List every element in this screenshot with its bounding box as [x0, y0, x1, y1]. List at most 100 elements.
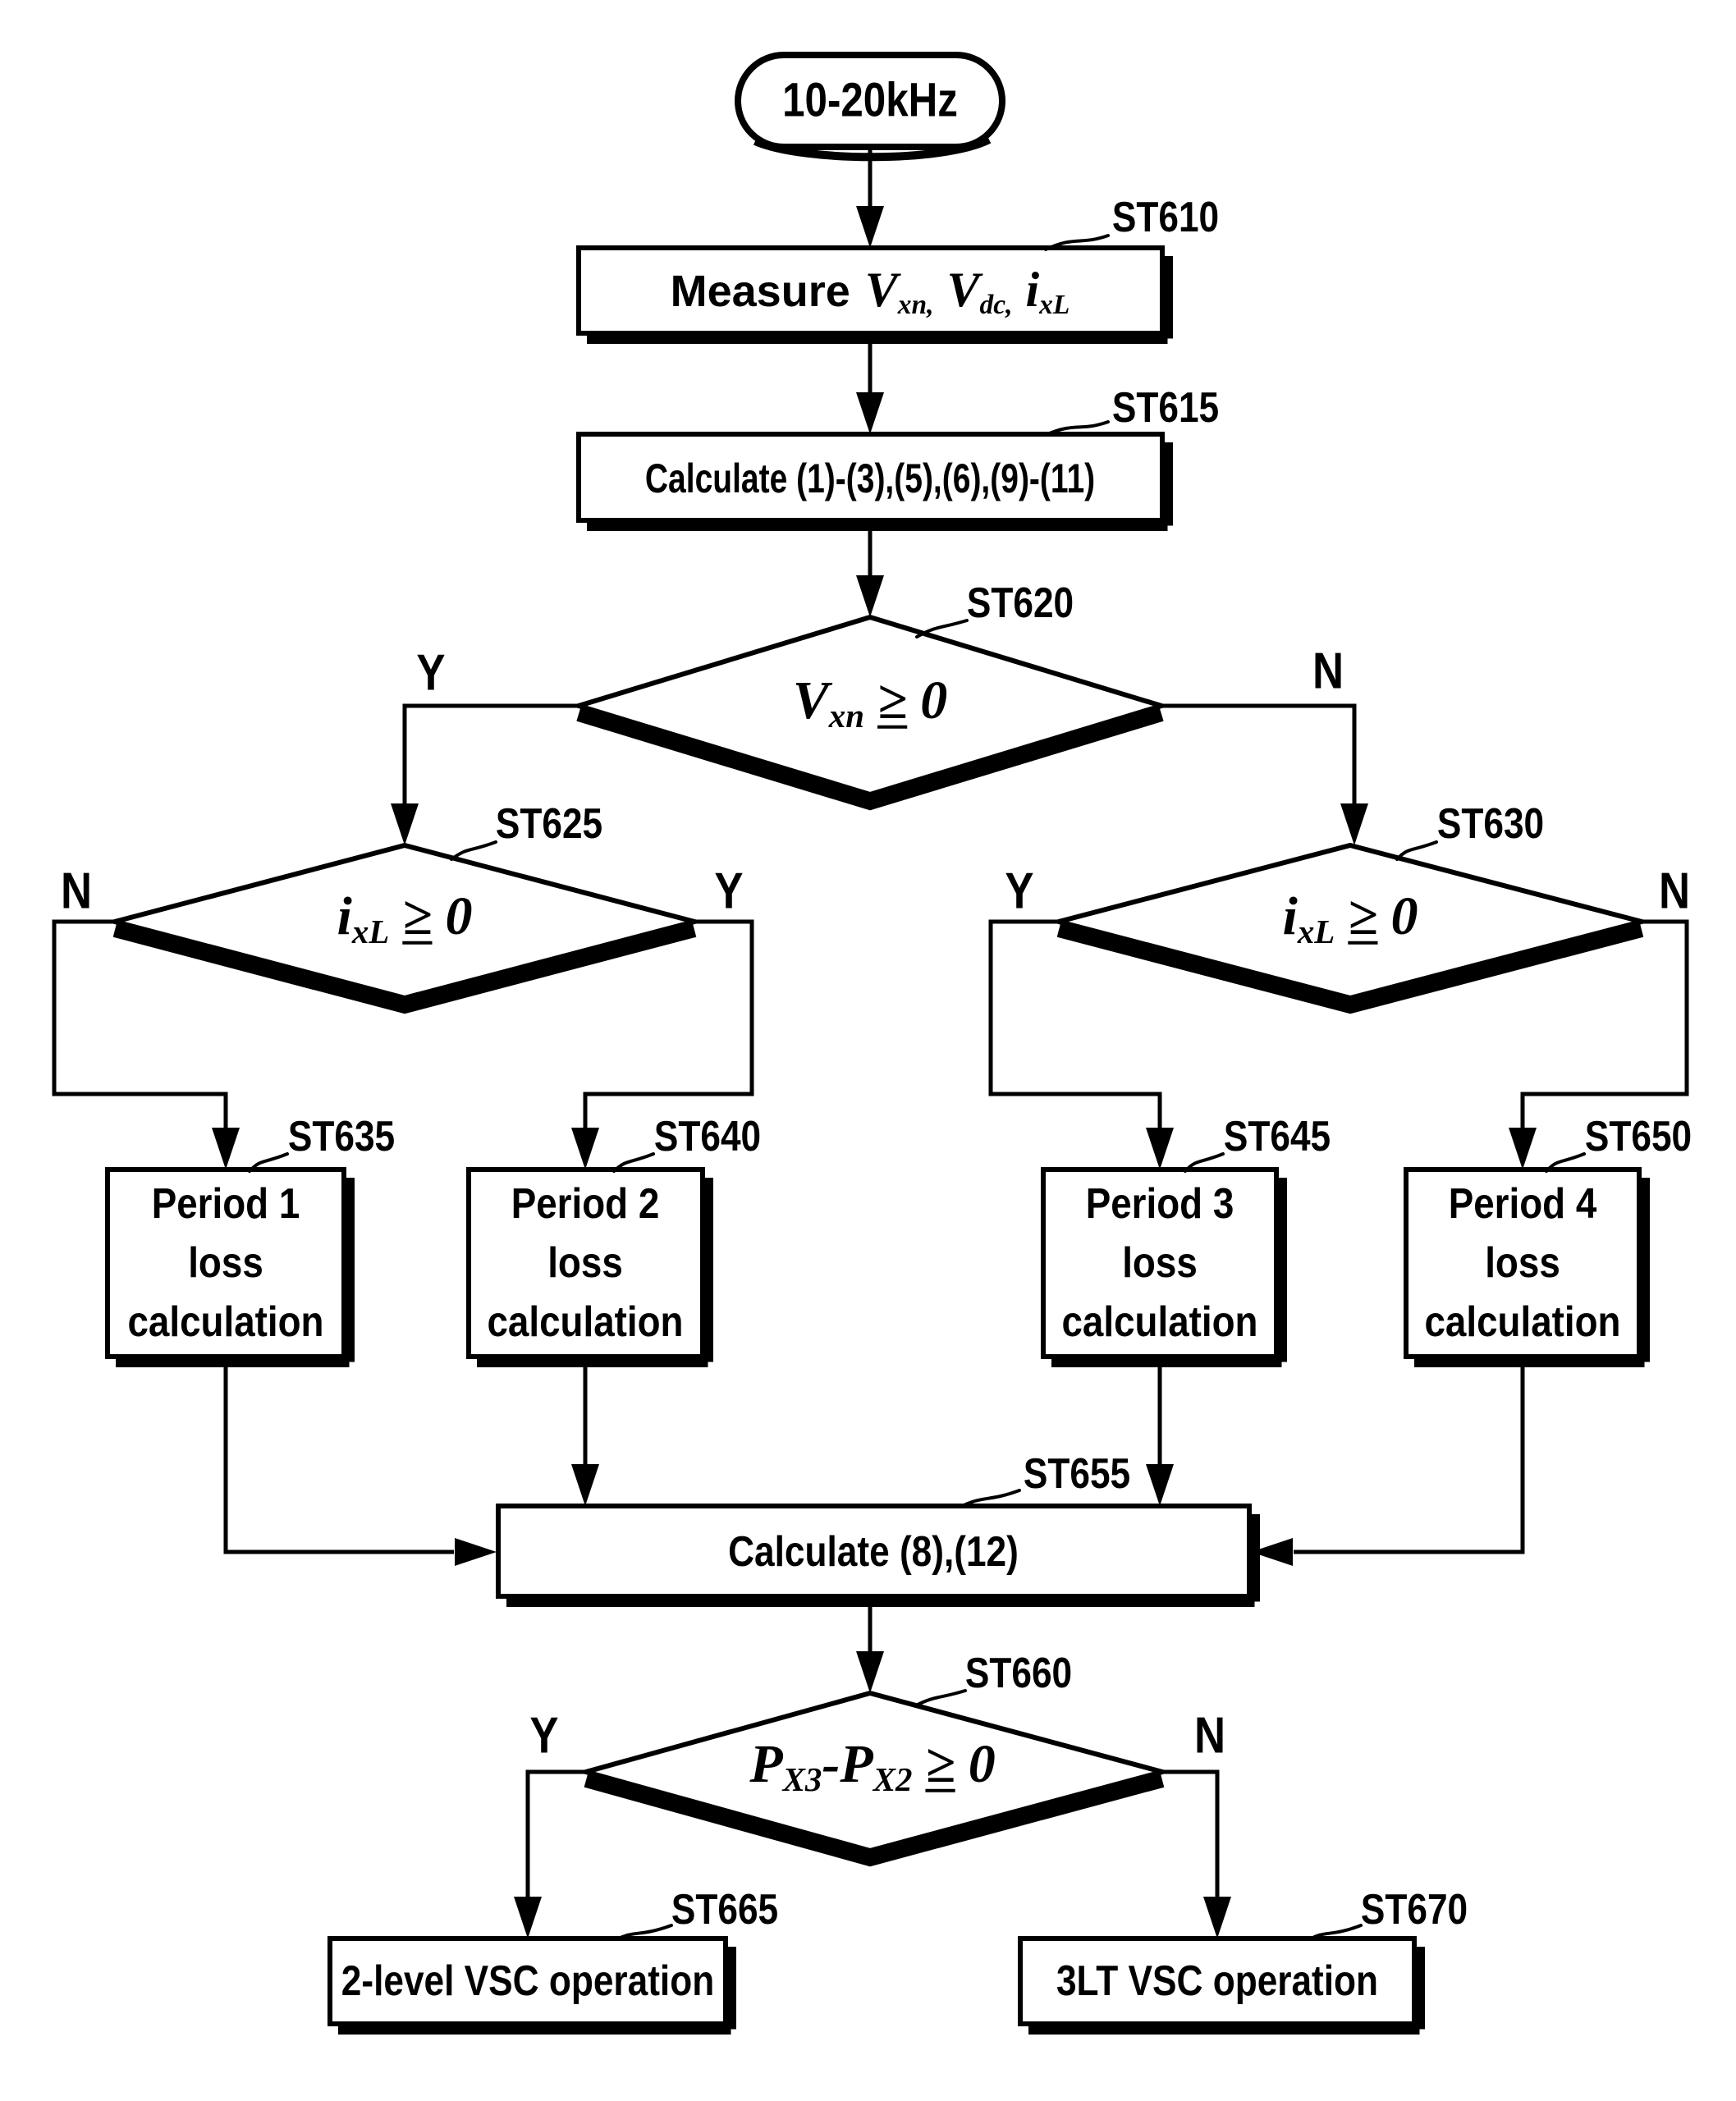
decision-st625-shadow — [112, 922, 697, 1014]
arrowhead-to-st615 — [856, 392, 884, 434]
step-tag-st625: ST625 — [495, 800, 603, 848]
leader-st655 — [959, 1489, 1021, 1508]
arrowhead-to-st670 — [1203, 1897, 1231, 1939]
st620-var-sub: xn — [828, 698, 865, 735]
process-st650-label: Period 4 loss calculation — [1424, 1174, 1620, 1352]
process-st655-shape — [496, 1504, 1252, 1599]
st660-minus: - — [822, 1733, 841, 1794]
st660-sub-x3: X3 — [782, 1761, 822, 1799]
decision-st630-shadow — [1056, 922, 1644, 1014]
st630-var: i — [1282, 886, 1298, 946]
leader-st610 — [1044, 234, 1110, 251]
step-tag-st630: ST630 — [1436, 800, 1545, 848]
st620-zero: 0 — [920, 670, 948, 730]
st645-line1: Period 3 — [1085, 1180, 1234, 1228]
process-st655-shadow — [506, 1514, 1260, 1607]
process-st640-shadow — [477, 1178, 713, 1367]
process-st650-shape — [1404, 1167, 1642, 1359]
arrowhead-to-st635 — [212, 1128, 240, 1170]
node-shapes — [105, 52, 1651, 2035]
decision-st620-shape — [570, 614, 1170, 798]
decision-st660-label: PX3-PX2≥0 — [749, 1733, 995, 1799]
arrowhead-to-st630 — [1340, 803, 1368, 845]
st640-line3: calculation — [487, 1298, 684, 1346]
branch-label-st630-no: N — [1658, 863, 1691, 920]
branch-label-st625-no: N — [60, 863, 93, 920]
step-tag-st650: ST650 — [1584, 1113, 1692, 1160]
decision-st660-shape — [576, 1690, 1172, 1854]
branch-label-st620-no: N — [1312, 643, 1344, 700]
leader-st650 — [1545, 1152, 1586, 1173]
start-terminator-shadow — [753, 135, 992, 162]
st660-var-px2: P — [840, 1733, 873, 1794]
process-st645-label: Period 3 loss calculation — [1061, 1174, 1257, 1352]
st635-line2: loss — [188, 1239, 263, 1287]
st610-sub-dc: dc, — [979, 290, 1013, 321]
st635-line3: calculation — [127, 1298, 324, 1346]
st625-geq-symbol: ≥ — [402, 886, 433, 946]
process-st670-label: 3LT VSC operation — [1056, 1957, 1379, 2005]
st650-line3: calculation — [1424, 1298, 1621, 1346]
arrowhead-right-into-st655 — [1251, 1538, 1293, 1566]
st610-var-ixl: i — [1025, 262, 1040, 317]
branch-label-st620-yes: Y — [416, 644, 446, 702]
st610-var-vxn: V — [864, 262, 898, 317]
arrowhead-to-st610 — [856, 206, 884, 248]
process-st610-shape — [576, 245, 1165, 336]
leader-st630 — [1395, 840, 1438, 861]
leader-st665 — [616, 1924, 673, 1941]
edge-st660-no — [1162, 1769, 1220, 1901]
st650-line1: Period 4 — [1448, 1180, 1597, 1228]
process-st665-label: 2-level VSC operation — [341, 1957, 715, 2005]
step-tag-st665: ST665 — [671, 1886, 779, 1934]
step-tag-st670: ST670 — [1360, 1886, 1468, 1934]
arrowheads — [212, 206, 1537, 1939]
leader-st645 — [1184, 1152, 1225, 1173]
edge-st650-st655 — [1294, 1357, 1525, 1554]
decision-st620-shadow — [576, 707, 1164, 811]
st635-line1: Period 1 — [151, 1180, 300, 1228]
arrowhead-to-st650 — [1509, 1128, 1537, 1170]
arrowhead-to-st620 — [856, 575, 884, 617]
process-st665-shadow — [338, 1947, 736, 2035]
st610-var-vdc: V — [946, 262, 980, 317]
process-st615-shadow — [587, 442, 1173, 531]
st630-var-sub: xL — [1297, 913, 1335, 951]
process-st670-shape — [1018, 1936, 1417, 2026]
decision-st625-shape — [105, 842, 704, 1001]
decision-st660-shadow — [584, 1773, 1165, 1867]
process-st645-shape — [1041, 1167, 1279, 1359]
arrowhead-to-st625 — [391, 803, 419, 845]
leader-st615 — [1044, 420, 1110, 437]
leader-st625 — [450, 840, 497, 861]
branch-label-st660-yes: Y — [529, 1707, 559, 1765]
process-st635-shadow — [116, 1178, 355, 1367]
step-tag-st660: ST660 — [964, 1650, 1073, 1697]
st625-zero: 0 — [445, 886, 473, 946]
leader-st620 — [915, 619, 969, 639]
process-st670-shadow — [1028, 1947, 1425, 2035]
arrowhead-left-into-st655 — [455, 1538, 497, 1566]
arrowhead-st640-into-st655 — [571, 1464, 599, 1506]
process-st655-label: Calculate (8),(12) — [728, 1528, 1019, 1576]
step-tag-st615: ST615 — [1111, 384, 1220, 432]
process-st635-label: Period 1 loss calculation — [127, 1174, 323, 1352]
edge-st625-yes — [583, 919, 754, 1132]
st625-var-sub: xL — [351, 913, 390, 951]
arrowhead-to-st665 — [514, 1897, 542, 1939]
arrowhead-to-st645 — [1146, 1128, 1174, 1170]
leader-st660 — [914, 1689, 967, 1707]
decision-st620-label: Vxn≥0 — [793, 670, 947, 735]
branch-label-st630-yes: Y — [1005, 863, 1034, 920]
edge-st625-no — [52, 919, 228, 1132]
process-st640-label: Period 2 loss calculation — [487, 1174, 683, 1352]
edge-st620-no — [1161, 703, 1357, 808]
st610-word-measure: Measure — [670, 266, 850, 316]
process-st650-shadow — [1414, 1178, 1650, 1367]
st660-geq-symbol: ≥ — [925, 1733, 955, 1794]
arrowhead-to-st640 — [571, 1128, 599, 1170]
branch-label-st625-yes: Y — [714, 863, 744, 920]
